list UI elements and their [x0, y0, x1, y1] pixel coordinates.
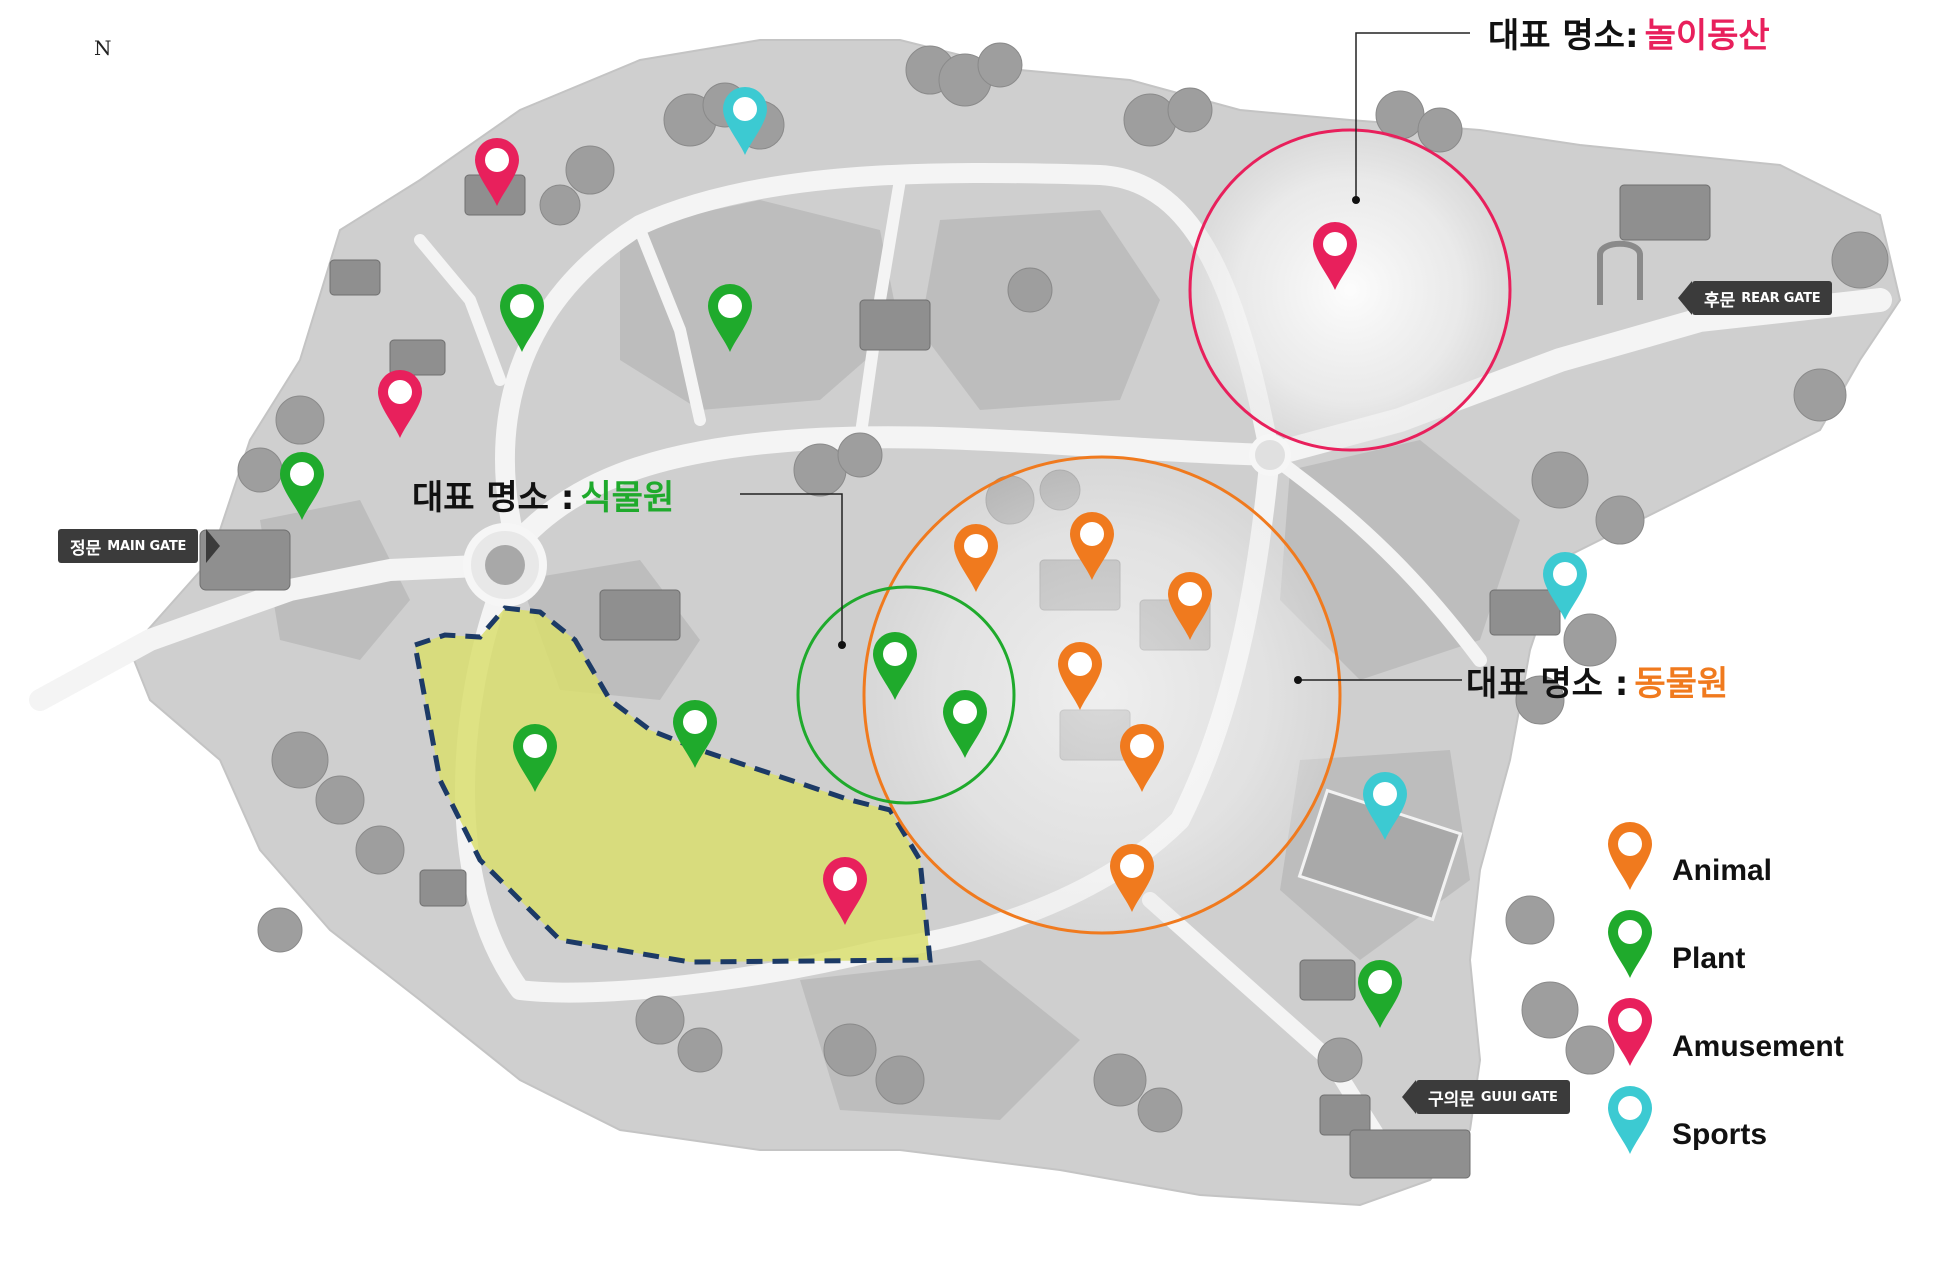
map-pin-dot	[1068, 652, 1092, 676]
main-gate-en: MAIN GATE	[107, 538, 187, 554]
rear-gate-arrow-icon	[1678, 281, 1692, 315]
map-pin-dot	[290, 462, 314, 486]
guui-gate-ko: 구의문	[1428, 1089, 1475, 1110]
animal-marker-1[interactable]	[954, 524, 998, 592]
map-pin-dot	[833, 867, 857, 891]
callout-amusement: 대표 명소:놀이동산	[1488, 8, 1770, 57]
legend-plant-pin[interactable]	[1608, 910, 1652, 978]
map-pin-dot	[883, 642, 907, 666]
plant-marker-4[interactable]	[513, 724, 557, 792]
callout-botanical-prefix: 대표 명소 :	[412, 478, 575, 518]
map-pin-dot	[1618, 1008, 1642, 1032]
map-pin-dot	[1618, 920, 1642, 944]
map-pin-dot	[510, 294, 534, 318]
map-pin-dot	[1130, 734, 1154, 758]
legend-amusement-pin[interactable]	[1608, 998, 1652, 1066]
guui-gate-label[interactable]: 구의문 GUUI GATE	[1416, 1080, 1570, 1114]
animal-marker-4[interactable]	[1058, 642, 1102, 710]
legend-item-animal: Animal	[1600, 820, 1920, 890]
legend-animal-pin[interactable]	[1608, 822, 1652, 890]
map-pin-dot	[485, 148, 509, 172]
callout-amusement-prefix: 대표 명소:	[1488, 16, 1639, 56]
map-pin-dot	[1120, 854, 1144, 878]
plant-marker-5[interactable]	[673, 700, 717, 768]
main-gate-label[interactable]: 정문 MAIN GATE	[58, 529, 199, 563]
callout-zoo-name: 동물원	[1634, 664, 1729, 704]
map-pin-dot	[1373, 782, 1397, 806]
rear-gate-structure	[1597, 240, 1643, 305]
map-pin-dot	[964, 534, 988, 558]
legend-item-amusement: Amusement	[1600, 996, 1920, 1066]
plant-marker-3[interactable]	[280, 452, 324, 520]
plant-marker-1[interactable]	[500, 284, 544, 352]
legend-label-animal: Animal	[1672, 854, 1773, 887]
amusement-marker-4[interactable]	[823, 857, 867, 925]
rear-gate-en: REAR GATE	[1741, 290, 1821, 306]
map-pin-dot	[1323, 232, 1347, 256]
rear-gate-ko: 후문	[1704, 290, 1736, 311]
map-pin-dot	[733, 97, 757, 121]
legend-label-sports: Sports	[1672, 1118, 1768, 1151]
sports-marker-2[interactable]	[1543, 552, 1587, 620]
map-pin-dot	[1618, 1096, 1642, 1120]
animal-marker-6[interactable]	[1110, 844, 1154, 912]
amusement-marker-1[interactable]	[475, 138, 519, 206]
north-label: N	[94, 36, 112, 60]
guui-gate-en: GUUI GATE	[1480, 1089, 1558, 1105]
callout-lines	[740, 32, 1470, 681]
animal-marker-5[interactable]	[1120, 724, 1164, 792]
map-pin-dot	[1178, 582, 1202, 606]
botanical-highlight-circle	[796, 585, 1016, 805]
amusement-marker-3[interactable]	[1313, 222, 1357, 290]
map-pin-dot	[388, 380, 412, 404]
sports-marker-3[interactable]	[1363, 772, 1407, 840]
main-gate-ko: 정문	[70, 538, 102, 559]
callout-botanical: 대표 명소 :식물원	[412, 470, 674, 519]
main-gate-arrow-icon	[206, 529, 220, 563]
legend-sports-pin[interactable]	[1608, 1086, 1652, 1154]
north-roundabout	[1249, 434, 1291, 476]
legend-item-sports: Sports	[1600, 1084, 1920, 1154]
highlighted-zone	[412, 605, 933, 965]
map-pin-dot	[683, 710, 707, 734]
animal-marker-2[interactable]	[1070, 512, 1114, 580]
plant-marker-8[interactable]	[1358, 960, 1402, 1028]
map-pin-dot	[1618, 832, 1642, 856]
map-pin-dot	[523, 734, 547, 758]
callout-zoo-prefix: 대표 명소 :	[1466, 664, 1629, 704]
legend-label-amusement: Amusement	[1672, 1030, 1844, 1063]
callout-botanical-name: 식물원	[580, 478, 675, 518]
plant-marker-6[interactable]	[873, 632, 917, 700]
map-pin-dot	[1553, 562, 1577, 586]
sports-marker-1[interactable]	[723, 87, 767, 155]
rear-gate-label[interactable]: 후문 REAR GATE	[1692, 281, 1833, 315]
legend-item-plant: Plant	[1600, 908, 1920, 978]
amusement-marker-2[interactable]	[378, 370, 422, 438]
guui-gate-arrow-icon	[1402, 1080, 1416, 1114]
plant-marker-7[interactable]	[943, 690, 987, 758]
callout-amusement-name: 놀이동산	[1644, 16, 1770, 56]
map-pin-dot	[718, 294, 742, 318]
plant-marker-2[interactable]	[708, 284, 752, 352]
legend-label-plant: Plant	[1672, 942, 1746, 975]
map-pin-dot	[1080, 522, 1104, 546]
animal-marker-3[interactable]	[1168, 572, 1212, 640]
amusement-highlight-circle	[1188, 128, 1512, 452]
map-pin-dot	[953, 700, 977, 724]
map-pin-dot	[1368, 970, 1392, 994]
callout-zoo: 대표 명소 :동물원	[1466, 656, 1728, 705]
